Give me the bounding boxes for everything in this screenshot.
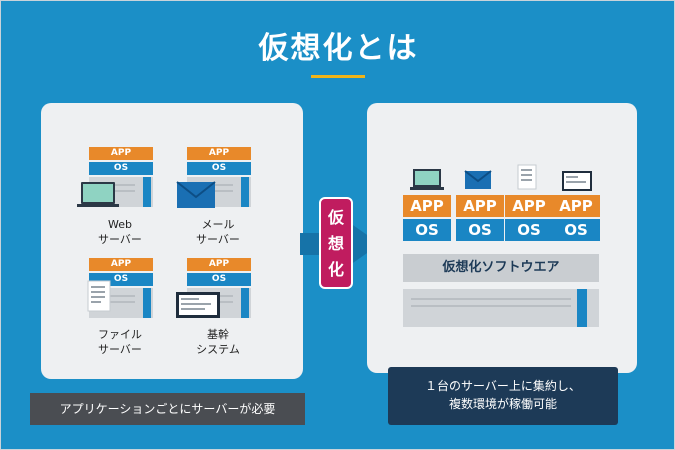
os-layer: OS — [187, 162, 251, 175]
os-layer: OS — [505, 219, 553, 241]
app-layer: APP — [456, 195, 504, 217]
after-caption: １台のサーバー上に集約し、 複数環境が稼働可能 — [388, 367, 618, 425]
monitor-icon — [176, 292, 220, 318]
laptop-icon — [410, 169, 444, 190]
os-layer: OS — [552, 219, 600, 241]
virtualization-software-layer: 仮想化ソフトウエア — [403, 254, 599, 282]
os-layer: OS — [89, 162, 153, 175]
file-server-stack: APP OS — [89, 258, 153, 318]
before-panel — [41, 103, 303, 379]
mail-icon — [176, 181, 216, 208]
app-layer: APP — [187, 258, 251, 271]
vm-stack: APP OS — [505, 195, 553, 241]
core-system-label: 基幹システム — [196, 328, 240, 356]
page-title: 仮想化とは — [258, 31, 419, 66]
physical-server — [403, 289, 599, 327]
monitor-icon — [562, 171, 592, 191]
vm-stack: APP OS — [403, 195, 451, 241]
os-layer: OS — [187, 273, 251, 286]
mail-icon — [464, 170, 492, 189]
app-layer: APP — [403, 195, 451, 217]
before-caption: アプリケーションごとにサーバーが必要 — [30, 393, 305, 425]
os-layer: OS — [403, 219, 451, 241]
mail-server-label: メールサーバー — [196, 218, 240, 246]
document-icon — [87, 280, 111, 312]
vm-stack: APP OS — [552, 195, 600, 241]
app-layer: APP — [89, 147, 153, 160]
file-server-label: ファイルサーバー — [98, 328, 142, 356]
laptop-icon — [77, 182, 119, 207]
document-icon — [517, 164, 537, 190]
app-layer: APP — [505, 195, 553, 217]
app-layer: APP — [89, 258, 153, 271]
vm-stack: APP OS — [456, 195, 504, 241]
virtualize-badge: 仮 想 化 — [319, 197, 353, 289]
os-layer: OS — [456, 219, 504, 241]
app-layer: APP — [552, 195, 600, 217]
title-underline — [311, 75, 365, 78]
app-layer: APP — [187, 147, 251, 160]
